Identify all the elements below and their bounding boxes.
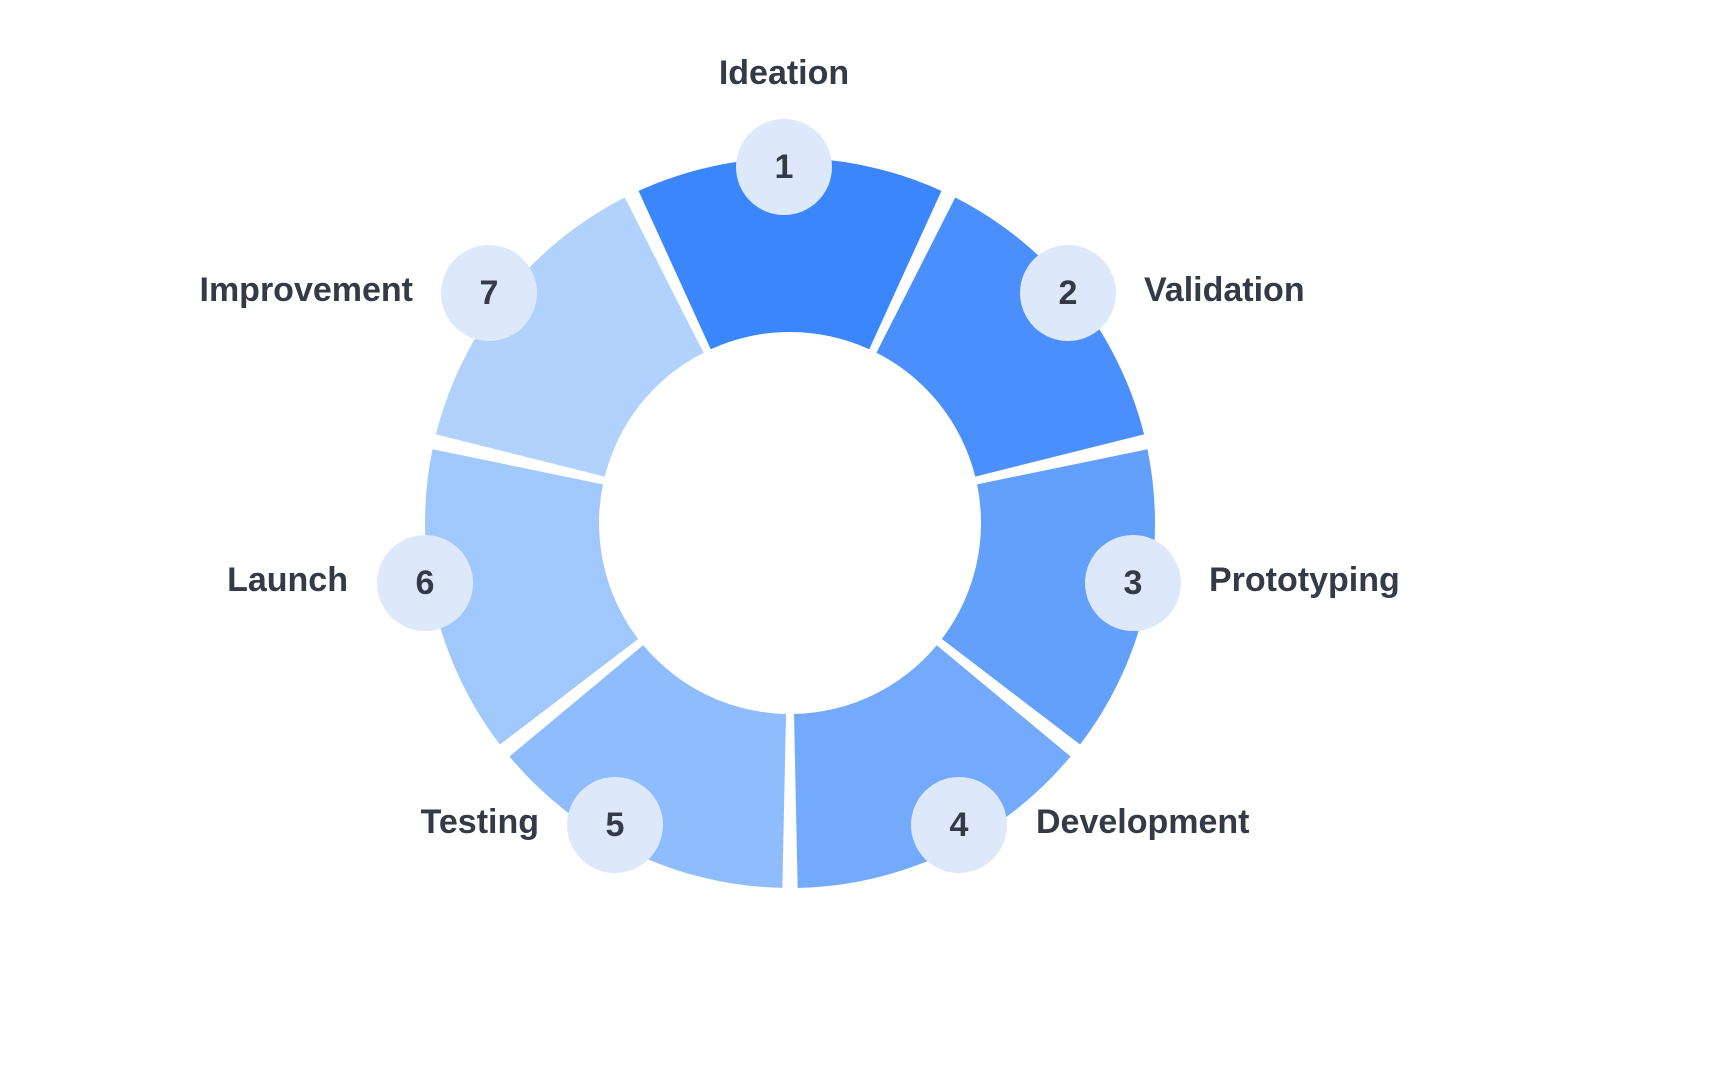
step-badge-5[interactable]: 5 xyxy=(567,777,663,873)
step-number: 5 xyxy=(605,806,625,844)
step-label-ideation[interactable]: Ideation xyxy=(718,53,850,92)
step-badge-6[interactable]: 6 xyxy=(377,535,473,631)
step-label-development[interactable]: Development xyxy=(1036,802,1250,841)
step-number: 3 xyxy=(1123,564,1143,602)
step-badge-1[interactable]: 1 xyxy=(736,119,832,215)
step-badge-2[interactable]: 2 xyxy=(1020,245,1116,341)
step-number: 6 xyxy=(415,564,435,602)
step-number: 7 xyxy=(479,274,499,312)
step-label-launch[interactable]: Launch xyxy=(227,560,348,599)
step-badge-4[interactable]: 4 xyxy=(911,777,1007,873)
donut-segment-prototyping[interactable] xyxy=(941,449,1155,745)
step-label-improvement[interactable]: Improvement xyxy=(199,270,414,309)
donut-segment-development[interactable] xyxy=(793,645,1071,888)
step-label-prototyping[interactable]: Prototyping xyxy=(1209,560,1400,599)
step-badge-7[interactable]: 7 xyxy=(441,245,537,341)
step-number: 2 xyxy=(1058,274,1078,312)
step-label-testing[interactable]: Testing xyxy=(420,802,539,841)
donut-segment-testing[interactable] xyxy=(509,645,786,888)
step-label-validation[interactable]: Validation xyxy=(1144,270,1305,309)
donut-segment-launch[interactable] xyxy=(425,449,639,745)
step-number: 1 xyxy=(774,148,794,186)
donut-segment-improvement[interactable] xyxy=(435,197,704,477)
donut-segment-validation[interactable] xyxy=(876,197,1145,477)
donut-segment-ideation[interactable] xyxy=(638,158,942,350)
step-badge-3[interactable]: 3 xyxy=(1085,535,1181,631)
donut-segments xyxy=(425,158,1155,888)
step-number: 4 xyxy=(949,806,969,844)
